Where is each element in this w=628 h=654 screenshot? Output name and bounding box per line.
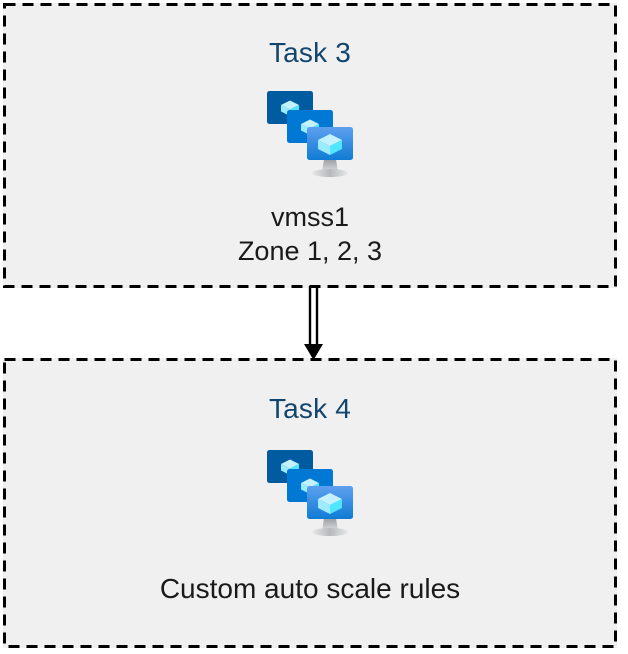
task-4-heading: Task 4	[268, 393, 352, 424]
task-box-task-4[interactable]: Task 4	[3, 358, 617, 648]
vm-scale-set-icon	[255, 87, 365, 183]
task-3-heading: Task 3	[268, 37, 352, 68]
task-3-caption-line-1: vmss1	[270, 202, 349, 232]
task-3-caption-line-2: Zone 1, 2, 3	[237, 236, 383, 266]
connector-arrow-task3-to-task4	[287, 284, 341, 362]
task-3-caption: vmss1 Zone 1, 2, 3	[3, 200, 617, 268]
task-box-task-3[interactable]: Task 3	[3, 3, 617, 288]
vm-scale-set-icon	[255, 446, 365, 542]
task-4-caption: Custom auto scale rules	[3, 572, 617, 606]
task-4-caption-line-1: Custom auto scale rules	[159, 573, 461, 604]
